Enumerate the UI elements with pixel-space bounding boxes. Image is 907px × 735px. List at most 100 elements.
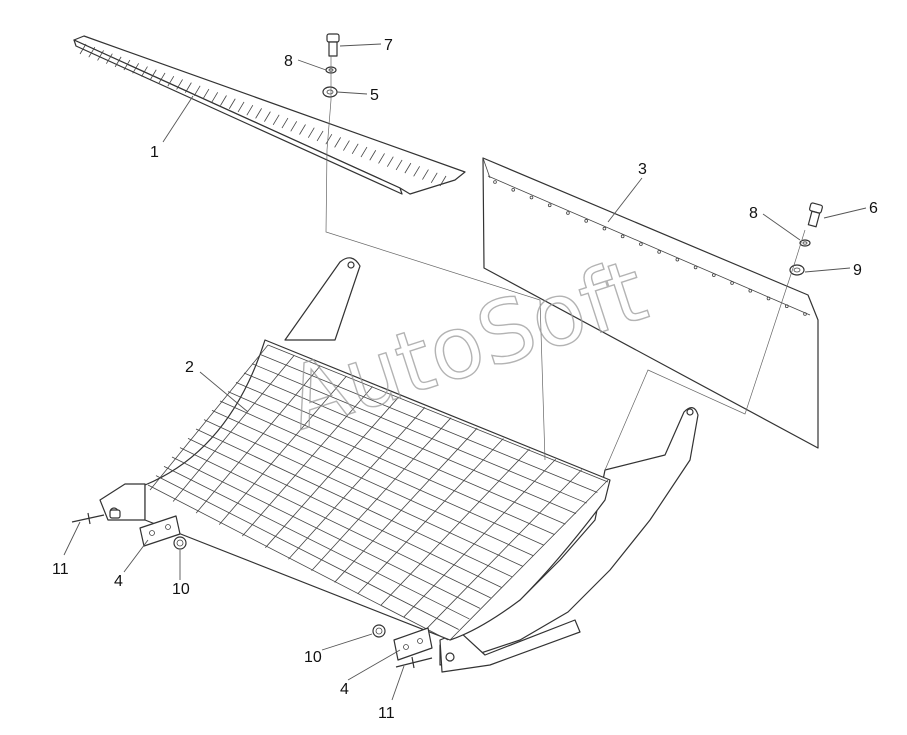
slat — [439, 175, 447, 187]
panel-hole — [584, 219, 588, 223]
concave-bar — [211, 409, 534, 557]
leader-lines — [63, 43, 867, 701]
concave-rib — [334, 427, 478, 583]
callout-5: 5 — [370, 87, 379, 104]
part-11-pin-left — [71, 509, 121, 525]
slat — [105, 53, 113, 64]
slat — [132, 63, 140, 74]
concave-rib — [449, 479, 609, 641]
slat — [97, 50, 104, 61]
callout-1: 1 — [150, 144, 159, 161]
panel-hole — [602, 226, 607, 231]
concave-bar — [219, 400, 545, 546]
concave-rib — [172, 355, 295, 502]
callout-3: 3 — [638, 161, 647, 178]
callout-10-left: 10 — [172, 581, 190, 598]
concave-bar — [259, 353, 598, 493]
concave-rib — [380, 448, 530, 606]
slat — [220, 95, 227, 106]
slat — [430, 172, 438, 183]
slat — [79, 43, 87, 55]
slat — [255, 108, 262, 119]
callout-8-right: 8 — [749, 205, 758, 222]
part-2-bars — [147, 344, 609, 641]
concave-bar — [187, 437, 502, 588]
slat — [307, 127, 315, 138]
concave-bar — [227, 391, 555, 536]
concave-rib — [426, 469, 583, 629]
callout-10-right: 10 — [304, 649, 322, 666]
slat — [395, 159, 403, 171]
callout-labels: 1 2 3 4 4 5 6 7 8 8 9 10 10 11 11 — [52, 37, 878, 722]
slat — [176, 79, 183, 90]
concave-rib — [195, 365, 321, 514]
slat — [351, 143, 359, 155]
part-8-washer-right — [799, 239, 811, 247]
panel-hole — [712, 273, 716, 277]
callout-7: 7 — [384, 37, 393, 54]
panel-hole — [639, 242, 643, 246]
panel-hole — [784, 304, 789, 309]
slat — [369, 150, 377, 161]
slat — [360, 146, 368, 158]
part-2-ribs — [149, 344, 609, 641]
slat — [334, 137, 341, 148]
slat — [228, 98, 236, 109]
concave-bar — [243, 372, 577, 514]
slat — [167, 75, 175, 87]
panel-hole — [529, 195, 534, 200]
slat — [264, 111, 271, 122]
part-4-plate-left — [139, 515, 181, 547]
concave-rib — [403, 458, 556, 618]
slat — [149, 69, 157, 80]
slat — [290, 121, 298, 132]
concave-bar — [195, 428, 513, 578]
slat — [386, 156, 394, 167]
concave-rib — [311, 417, 452, 572]
part-3-mounting-holes — [493, 180, 807, 316]
part-10-bushing-left — [173, 536, 187, 550]
panel-hole — [620, 234, 625, 239]
panel-hole — [693, 265, 698, 270]
slat — [281, 117, 289, 129]
part-3-sheet-panel — [482, 157, 819, 449]
concave-bar — [155, 475, 459, 630]
slat — [299, 124, 306, 135]
part-10-bushing-right — [372, 624, 386, 638]
part-1-slatted-strip — [73, 35, 466, 195]
slat — [237, 101, 245, 113]
panel-hole — [511, 187, 516, 192]
panel-hole — [748, 288, 753, 293]
slat — [343, 140, 350, 151]
panel-hole — [566, 211, 570, 215]
concave-bar — [147, 484, 449, 641]
part-5-nut — [322, 86, 338, 98]
callout-11-left: 11 — [52, 561, 69, 578]
slat — [211, 92, 219, 103]
concave-rib — [357, 438, 504, 595]
part-1-slats — [79, 43, 447, 187]
slat — [378, 153, 385, 164]
slat — [185, 82, 192, 93]
assembly-axes — [325, 56, 806, 471]
concave-bar — [163, 465, 470, 620]
slat — [88, 47, 96, 58]
panel-hole — [803, 312, 807, 316]
panel-hole — [657, 250, 661, 254]
concave-bar — [171, 456, 481, 609]
slat — [246, 104, 254, 116]
callout-2: 2 — [185, 359, 194, 376]
concave-bar — [251, 363, 587, 504]
concave-bar — [179, 447, 491, 599]
part-4-plate-right — [393, 627, 433, 661]
slat — [413, 166, 421, 177]
part-2-concave-frame — [99, 257, 699, 673]
panel-hole — [493, 180, 497, 184]
concave-bar — [203, 419, 523, 567]
slat — [158, 72, 166, 84]
callout-11-right: 11 — [378, 705, 395, 722]
concave-bar — [267, 344, 609, 483]
panel-hole — [675, 257, 680, 262]
slat — [193, 85, 201, 97]
slat — [316, 130, 324, 142]
